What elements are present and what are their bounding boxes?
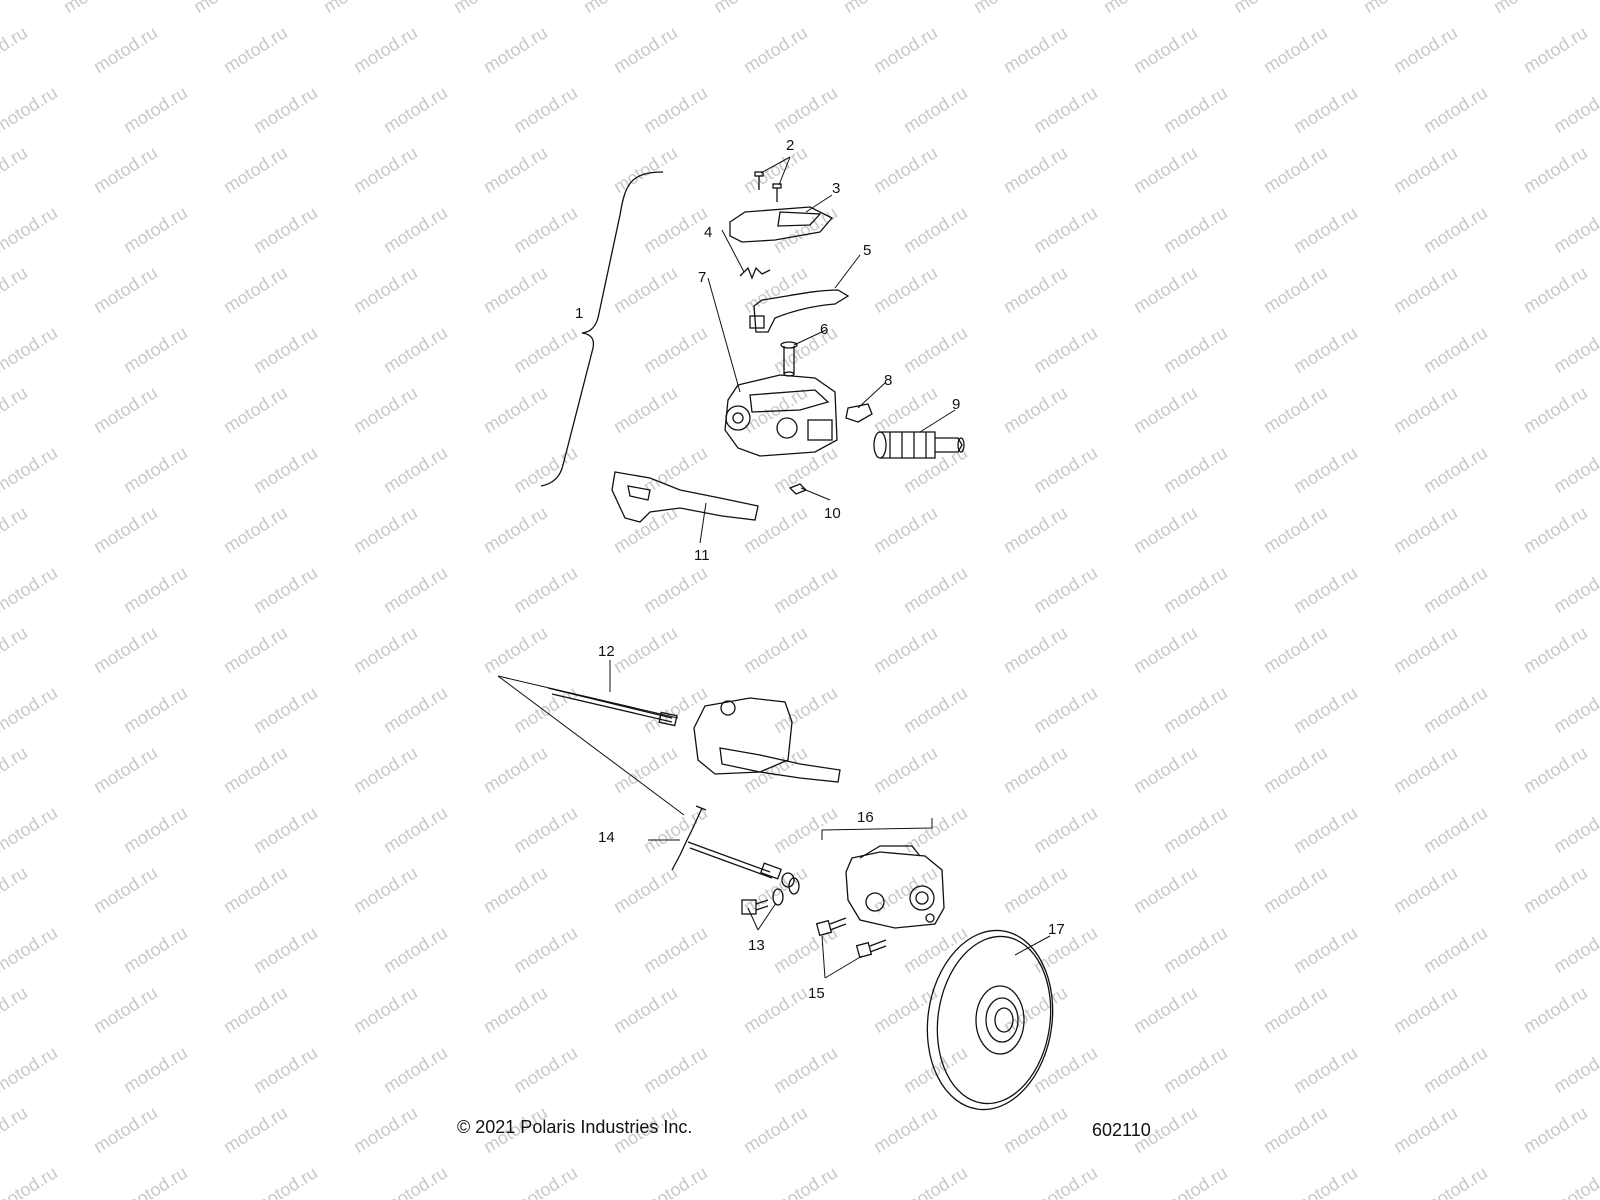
copyright-text: © 2021 Polaris Industries Inc. (457, 1117, 693, 1137)
callout-13: 13 (748, 937, 765, 954)
diagram-number: 602110 (1092, 1120, 1151, 1140)
leader-lines (497, 156, 1051, 979)
callout-12: 12 (598, 643, 615, 660)
grip-part-9 (873, 431, 965, 459)
brake-line-part-14 (671, 805, 783, 880)
spring-part-4 (739, 266, 771, 280)
callout-2: 2 (786, 137, 794, 154)
callout-8: 8 (884, 372, 892, 389)
callout-15: 15 (808, 985, 825, 1002)
callout-7: 7 (698, 269, 706, 286)
brake-caliper-part-16 (845, 845, 945, 929)
caliper-bolt-part-15 (815, 917, 887, 959)
bolt-part-2 (754, 171, 782, 202)
callout-14: 14 (598, 829, 615, 846)
callout-11: 11 (694, 547, 710, 564)
callout-1: 1 (575, 305, 583, 322)
hand-lever-part-11 (611, 471, 759, 523)
callout-6: 6 (820, 321, 828, 338)
callout-3: 3 (832, 180, 840, 197)
pivot-pin-part-6 (780, 341, 798, 377)
brake-switch-part-8 (845, 403, 873, 423)
master-cylinder-assembly-part-12 (547, 687, 841, 783)
callout-10: 10 (824, 505, 841, 522)
brake-rotor-part-17 (926, 929, 1054, 1111)
callout-4: 4 (704, 224, 712, 241)
callout-9: 9 (952, 396, 960, 413)
reservoir-cover-part-3 (729, 206, 834, 243)
callout-16: 16 (857, 809, 874, 826)
callout-5: 5 (863, 242, 871, 259)
lever-arm-part-5 (753, 289, 850, 333)
banjo-bolt-part-13 (741, 872, 800, 915)
master-cylinder-housing-part-7 (724, 374, 838, 457)
callout-17: 17 (1048, 921, 1065, 938)
assembly-bracket (540, 171, 664, 487)
